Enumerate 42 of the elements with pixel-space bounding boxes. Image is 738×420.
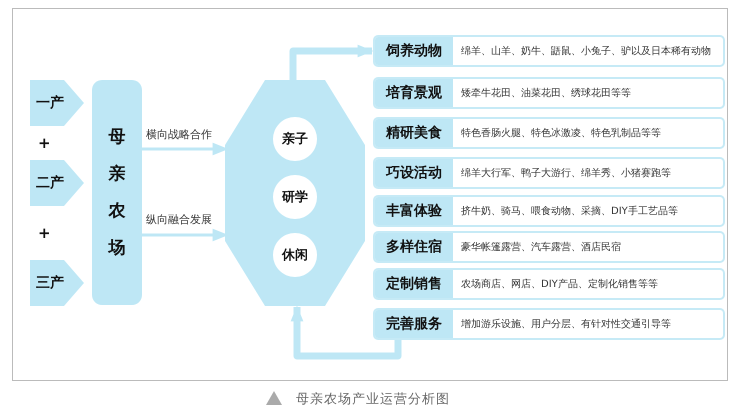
row-heading: 丰富体验 (375, 197, 453, 225)
plus-sign: + (38, 134, 51, 152)
row-heading: 精研美食 (375, 119, 453, 147)
row-description: 绵羊大行军、鸭子大游行、绵羊秀、小猪赛跑等 (460, 166, 672, 181)
edge-label: 纵向融合发展 (146, 212, 212, 227)
plus-sign: + (38, 224, 51, 242)
vertical-title: 母亲农场 (108, 126, 126, 260)
pentagon-arrow-shape (30, 80, 84, 126)
row-description: 豪华帐篷露营、汽车露营、酒店民宿 (460, 240, 622, 255)
row-heading: 培育景观 (375, 79, 453, 107)
category-row (373, 117, 725, 149)
pentagon-arrow-shape (30, 260, 84, 306)
row-description: 农场商店、网店、DIY产品、定制化销售等等 (460, 278, 659, 292)
node-label: 三产 (36, 274, 64, 293)
row-heading: 完善服务 (375, 310, 453, 338)
category-row (373, 195, 725, 227)
row-heading: 巧设活动 (375, 159, 453, 187)
circle-label: 亲子 (282, 130, 308, 148)
caption: 母亲农场产业运营分析图 (296, 391, 450, 408)
category-row (373, 35, 725, 67)
vertical-title-box (92, 80, 142, 305)
pentagon-arrow-shape (30, 160, 84, 206)
arrow (290, 305, 402, 360)
node-label: 二产 (36, 174, 64, 193)
row-heading: 多样住宿 (375, 233, 453, 261)
row-description: 增加游乐设施、用户分层、有针对性交通引导等 (460, 318, 672, 332)
circle-label: 休闲 (282, 247, 308, 264)
category-row (373, 268, 725, 300)
category-row (373, 157, 725, 189)
circle-label: 研学 (282, 189, 308, 206)
row-heading: 饲养动物 (375, 37, 453, 65)
category-row (373, 77, 725, 109)
category-row (373, 308, 725, 340)
row-description: 挤牛奶、骑马、喂食动物、采摘、DIY手工艺品等 (460, 204, 679, 219)
row-description: 矮牵牛花田、油菜花田、绣球花田等等 (460, 86, 632, 101)
edge-label: 横向战略合作 (146, 127, 212, 142)
row-description: 特色香肠火腿、特色冰激凌、特色乳制品等等 (460, 126, 662, 141)
arrow (290, 44, 374, 80)
node-label: 一产 (36, 94, 64, 113)
category-row (373, 231, 725, 263)
row-heading: 定制销售 (375, 270, 453, 298)
row-description: 绵羊、山羊、奶牛、鼯鼠、小兔子、驴以及日本稀有动物 (460, 44, 712, 59)
